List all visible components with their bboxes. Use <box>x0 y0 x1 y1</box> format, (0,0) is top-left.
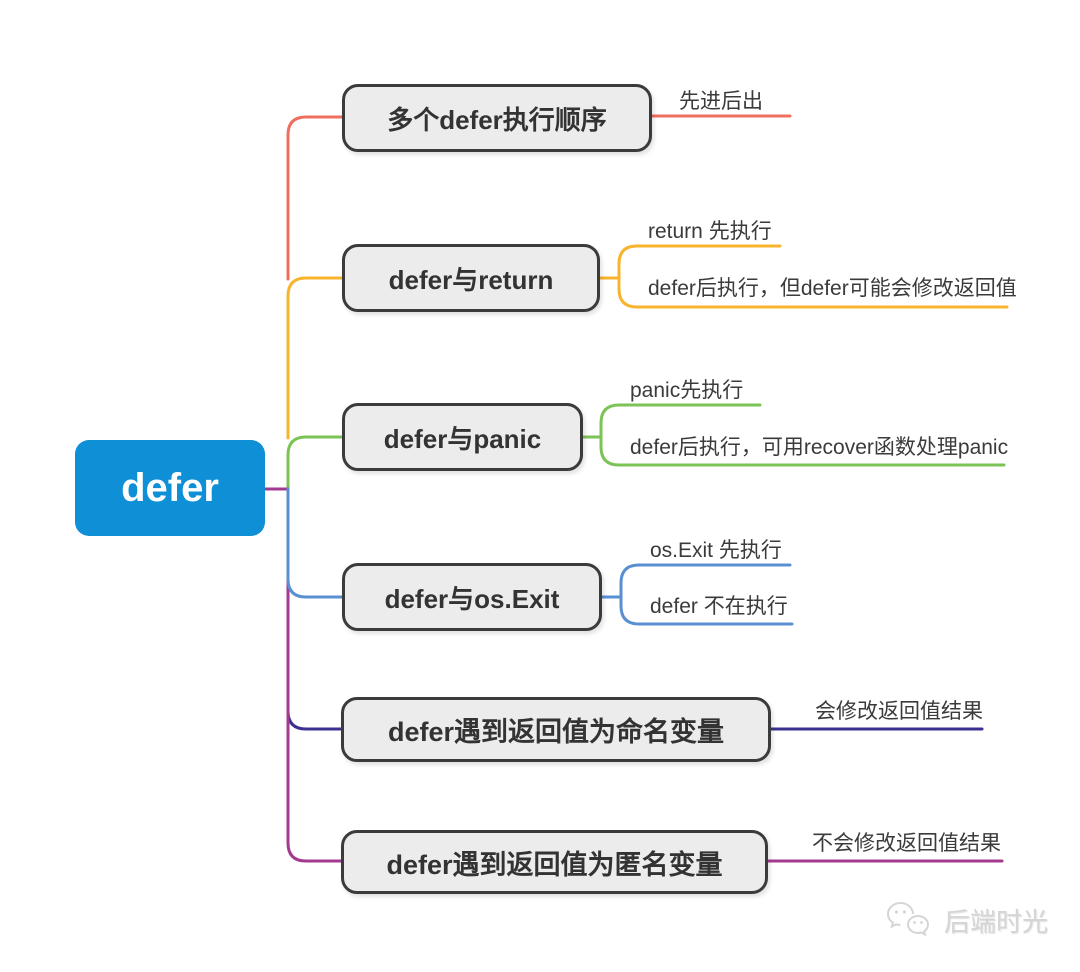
wechat-icon <box>886 900 936 940</box>
leaf-node-return-1[interactable]: return 先执行 <box>648 220 772 243</box>
topic-node-osexit[interactable]: defer与os.Exit <box>342 563 602 631</box>
branch-line-order <box>286 115 344 281</box>
leaf-node-osexit-2[interactable]: defer 不在执行 <box>650 595 788 618</box>
branch-line-named <box>286 487 343 731</box>
branch-line-anon <box>263 487 343 863</box>
leaf-line-return-1 <box>617 244 1009 309</box>
leaf-node-panic-1[interactable]: panic先执行 <box>630 379 744 402</box>
topic-node-order[interactable]: 多个defer执行顺序 <box>342 84 652 152</box>
leaf-line-panic-1 <box>599 403 1006 467</box>
leaf-node-order-1[interactable]: 先进后出 <box>679 90 763 113</box>
root-node-defer[interactable]: defer <box>75 440 265 536</box>
leaf-node-anon-1[interactable]: 不会修改返回值结果 <box>812 832 1001 855</box>
watermark-text: 后端时光 <box>944 906 1049 937</box>
leaf-line-osexit-1 <box>619 563 794 626</box>
leaf-node-return-2[interactable]: defer后执行，但defer可能会修改返回值 <box>648 277 1017 300</box>
branch-line-osexit <box>286 487 344 599</box>
branch-line-panic <box>286 435 344 491</box>
topic-node-named[interactable]: defer遇到返回值为命名变量 <box>341 697 771 762</box>
leaf-node-osexit-1[interactable]: os.Exit 先执行 <box>650 539 782 562</box>
topic-node-return[interactable]: defer与return <box>342 244 600 312</box>
branch-line-return <box>286 276 344 440</box>
topic-node-anon[interactable]: defer遇到返回值为匿名变量 <box>341 830 768 894</box>
watermark: 后端时光 <box>886 900 1048 940</box>
topic-node-panic[interactable]: defer与panic <box>342 403 583 471</box>
leaf-node-named-1[interactable]: 会修改返回值结果 <box>815 700 983 723</box>
leaf-node-panic-2[interactable]: defer后执行，可用recover函数处理panic <box>630 436 1009 459</box>
